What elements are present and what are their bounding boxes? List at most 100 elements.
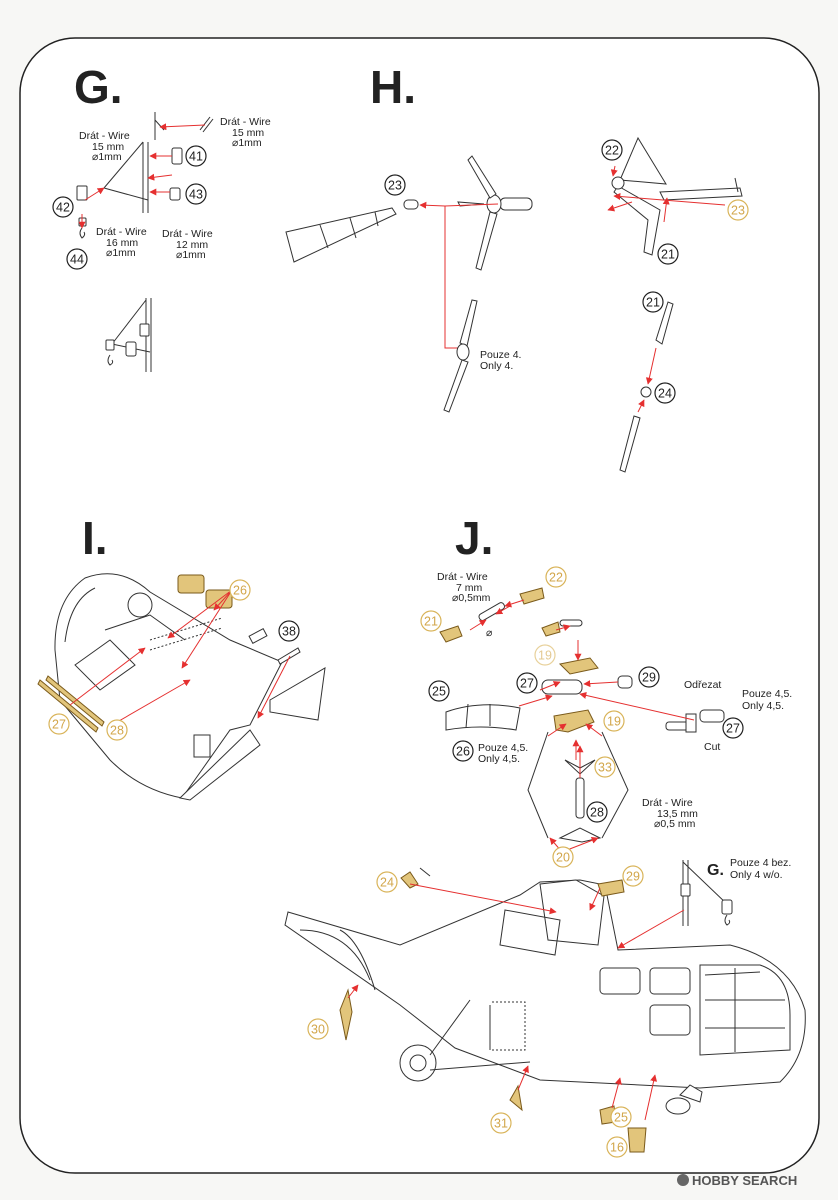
svg-text:25: 25: [614, 1111, 628, 1125]
part-26-pe: 26: [229, 579, 251, 601]
svg-text:21: 21: [424, 615, 438, 629]
j-wire-top-label: Drát - Wire 7 mm ⌀0,5mm: [437, 571, 491, 604]
svg-text:Drát - Wire: Drát - Wire: [96, 226, 147, 238]
helicopter-side-view: [284, 879, 806, 1115]
section-i-title: I.: [82, 512, 108, 564]
section-j: J. Drát - Wire 7 mm ⌀0,5mm: [284, 512, 806, 1158]
g-wire-bottom-left-label: Drát - Wire 16 mm ⌀1mm: [96, 226, 147, 259]
svg-text:16: 16: [610, 1141, 624, 1155]
svg-text:⌀1mm: ⌀1mm: [176, 249, 206, 261]
svg-text:29: 29: [642, 671, 656, 685]
svg-text:22: 22: [605, 144, 619, 158]
svg-text:23: 23: [388, 179, 402, 193]
svg-text:21: 21: [646, 296, 660, 310]
svg-text:⌀0,5mm: ⌀0,5mm: [452, 592, 491, 604]
hobbysearch-logo-icon: [677, 1174, 689, 1186]
j-g-label: G.: [707, 862, 724, 879]
j-odrezat-label: Odřezat: [684, 679, 721, 691]
svg-text:Drát - Wire: Drát - Wire: [437, 571, 488, 583]
svg-text:31: 31: [494, 1117, 508, 1131]
svg-text:28: 28: [110, 724, 124, 738]
part-22-pe: 22: [545, 566, 567, 588]
crane-assembled-view: [105, 298, 152, 372]
part-23-pe: 23: [727, 199, 749, 221]
part-41: 41: [185, 145, 207, 167]
svg-text:27: 27: [520, 677, 534, 691]
tail-rotor-alt: [443, 299, 478, 413]
part-28-pe: 28: [106, 719, 128, 741]
svg-text:33: 33: [598, 761, 612, 775]
j-cut-label: Cut: [704, 741, 720, 753]
section-g: G. Drát - Wire 15 mm ⌀1mm: [52, 61, 271, 372]
part-25-pe: 25: [610, 1106, 632, 1128]
svg-text:15 mm: 15 mm: [92, 141, 124, 153]
part-19-pe: 19: [534, 644, 556, 666]
svg-text:Drát - Wire: Drát - Wire: [642, 797, 693, 809]
part-21: 21: [657, 243, 679, 265]
part-29: 29: [638, 666, 660, 688]
svg-text:20: 20: [556, 851, 570, 865]
svg-text:Only 4 w/o.: Only 4 w/o.: [730, 869, 783, 881]
svg-text:23: 23: [731, 204, 745, 218]
tail-boom: [285, 199, 419, 263]
svg-text:19: 19: [538, 649, 552, 663]
part-23: 23: [384, 174, 406, 196]
part-22: 22: [601, 139, 623, 161]
j-small-dia: ⌀: [486, 627, 493, 639]
tail-blade-assembly: [619, 301, 674, 473]
svg-text:13,5 mm: 13,5 mm: [657, 808, 698, 820]
svg-text:43: 43: [189, 188, 203, 202]
svg-text:Pouze 4 bez.: Pouze 4 bez.: [730, 857, 791, 869]
svg-text:24: 24: [380, 876, 394, 890]
section-h-title: H.: [370, 61, 416, 113]
svg-text:12 mm: 12 mm: [176, 239, 208, 251]
svg-text:⌀1mm: ⌀1mm: [106, 247, 136, 259]
part-33-pe: 33: [594, 756, 616, 778]
svg-text:30: 30: [311, 1023, 325, 1037]
svg-text:Pouze 4,5.: Pouze 4,5.: [742, 688, 792, 700]
part-21-pe: 21: [420, 610, 442, 632]
tail-rotor-fin: [611, 136, 743, 256]
svg-text:22: 22: [549, 571, 563, 585]
part-42: 42: [52, 196, 74, 218]
part-27b: 27: [722, 717, 744, 739]
svg-text:HOBBY SEARCH: HOBBY SEARCH: [692, 1173, 797, 1188]
svg-text:Pouze 4,5.: Pouze 4,5.: [478, 742, 528, 754]
svg-text:21: 21: [661, 248, 675, 262]
part-24-pe: 24: [376, 871, 398, 893]
svg-text:19: 19: [607, 715, 621, 729]
svg-text:Drát - Wire: Drát - Wire: [79, 130, 130, 142]
part-29-pe: 29: [622, 865, 644, 887]
svg-text:26: 26: [456, 745, 470, 759]
svg-text:Drát - Wire: Drát - Wire: [220, 116, 271, 128]
svg-text:38: 38: [282, 625, 296, 639]
part-26: 26: [452, 740, 474, 762]
g-wire-bottom-right-label: Drát - Wire 12 mm ⌀1mm: [162, 228, 213, 261]
part-43: 43: [185, 183, 207, 205]
svg-text:42: 42: [56, 201, 70, 215]
crane-on-helicopter: [680, 860, 733, 926]
svg-text:24: 24: [658, 387, 672, 401]
svg-text:25: 25: [432, 685, 446, 699]
part-24: 24: [654, 382, 676, 404]
part-38: 38: [278, 620, 300, 642]
part-27-pe: 27: [48, 713, 70, 735]
svg-text:27: 27: [726, 722, 740, 736]
svg-text:28: 28: [590, 806, 604, 820]
part-16-pe: 16: [606, 1136, 628, 1158]
h-note: Pouze 4. Only 4.: [480, 349, 521, 372]
svg-text:26: 26: [233, 584, 247, 598]
j-g-note: Pouze 4 bez. Only 4 w/o.: [730, 857, 791, 881]
svg-text:44: 44: [70, 253, 84, 267]
section-h: H. Pouze 4. Only 4. 23: [285, 61, 749, 473]
svg-text:15 mm: 15 mm: [232, 127, 264, 139]
part-20-pe: 20: [552, 846, 574, 868]
part-31-pe: 31: [490, 1112, 512, 1134]
part-25: 25: [428, 680, 450, 702]
svg-text:⌀1mm: ⌀1mm: [232, 137, 262, 149]
svg-text:41: 41: [189, 150, 203, 164]
j-wire-mid-label: Drát - Wire 13,5 mm ⌀0,5 mm: [642, 797, 698, 830]
j-note-45: Pouze 4,5. Only 4,5.: [742, 688, 792, 712]
svg-text:Only 4.: Only 4.: [480, 360, 513, 372]
section-i: I. 26 38 27 28: [37, 512, 326, 801]
